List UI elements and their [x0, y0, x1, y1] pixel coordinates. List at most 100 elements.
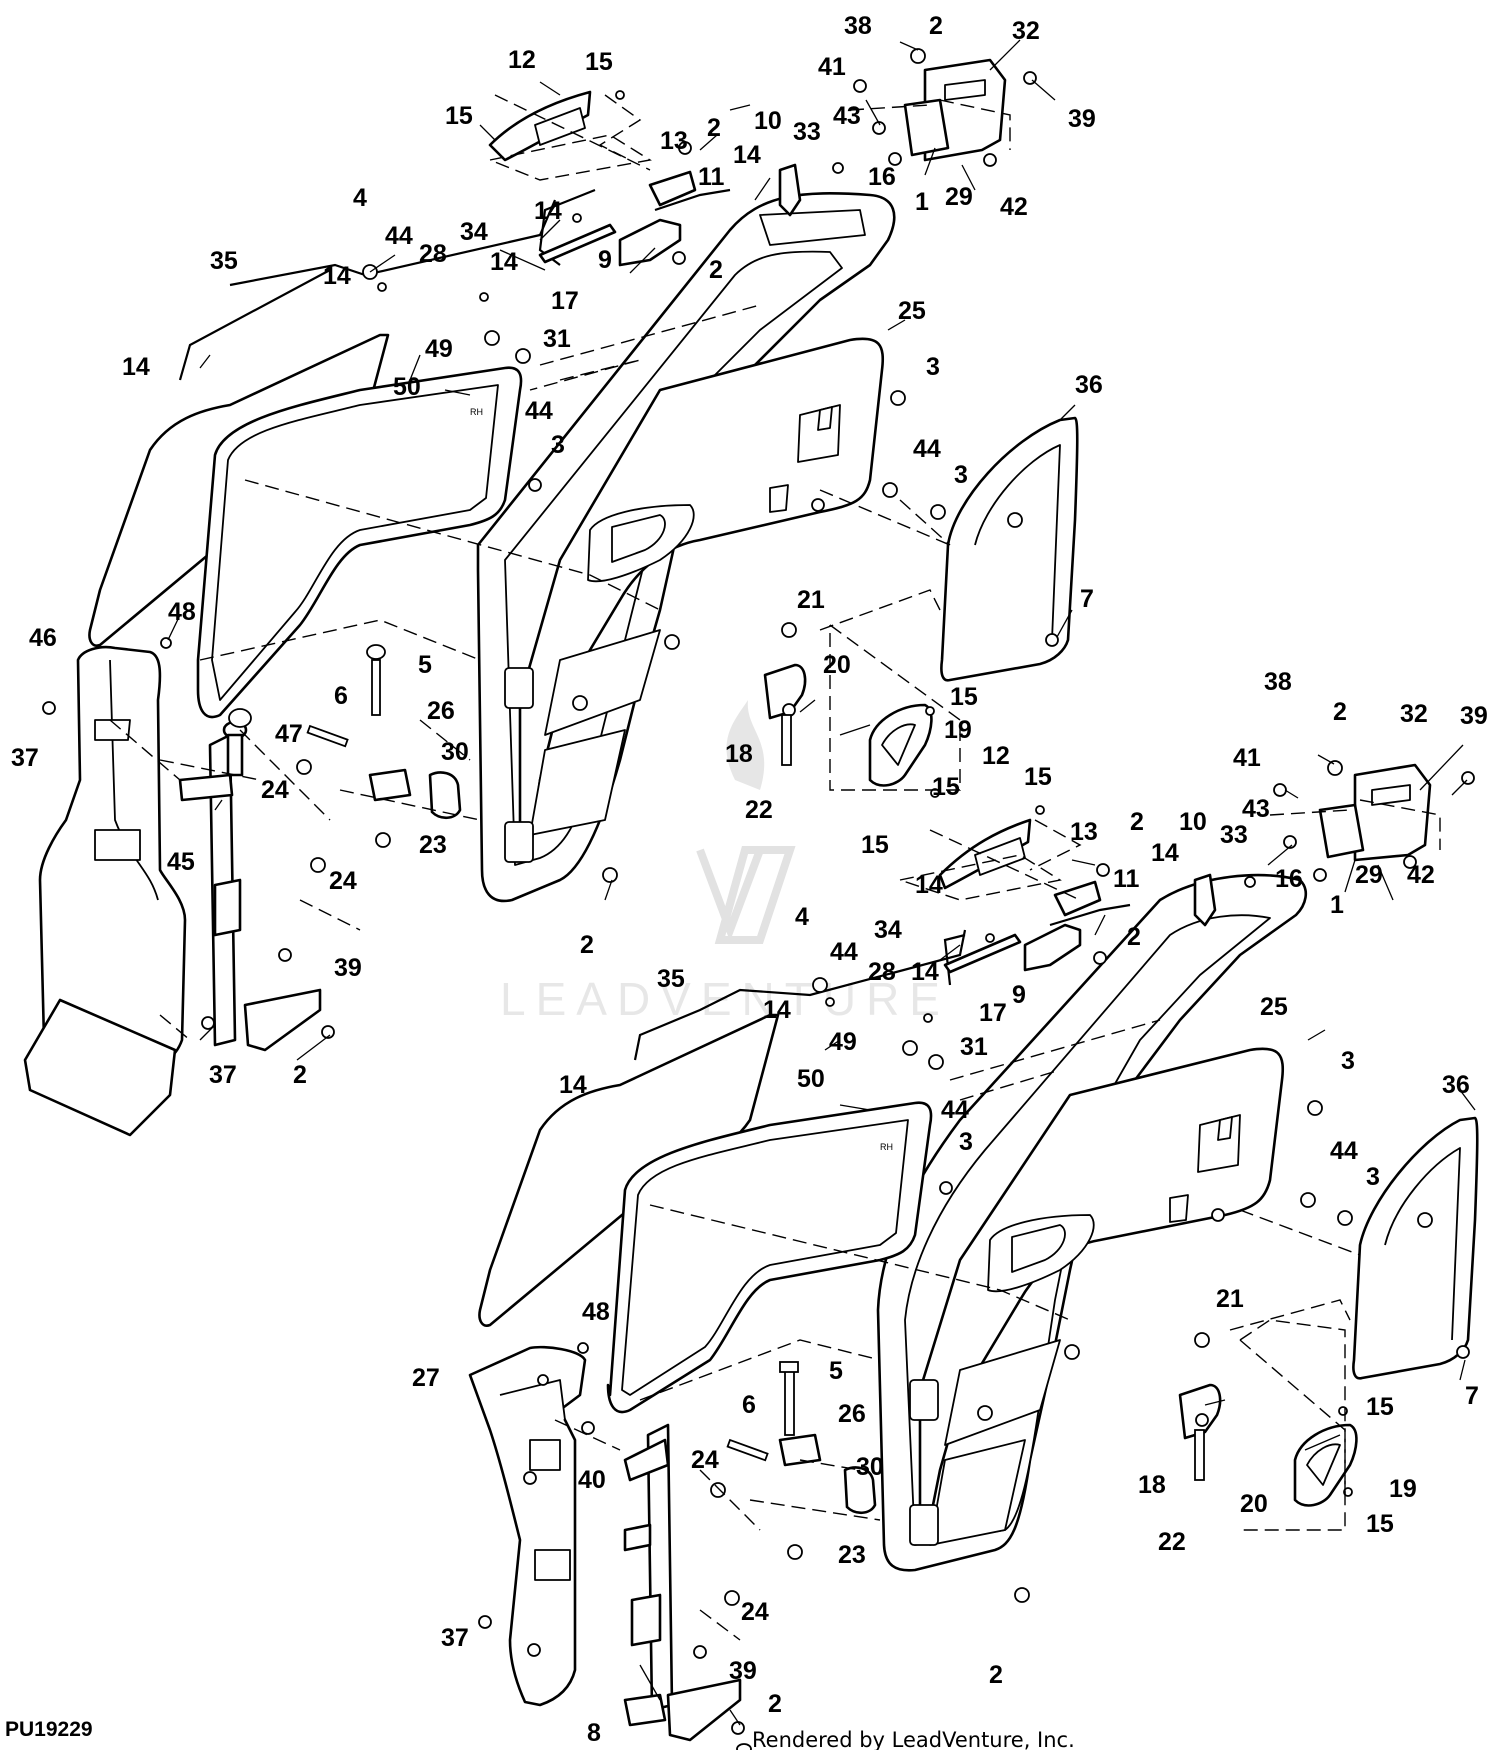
callout-label: 36 — [1075, 371, 1103, 399]
callout-label: 38 — [1264, 668, 1292, 696]
callout-label: 3 — [551, 431, 565, 459]
callout-label: 9 — [1012, 981, 1026, 1009]
callout-label: 20 — [1240, 1490, 1268, 1518]
callout-label: 33 — [1220, 821, 1248, 849]
hinge-post-lower — [623, 1423, 742, 1742]
callout-label: 2 — [580, 931, 594, 959]
callout-label: 22 — [1158, 1528, 1186, 1556]
callout-label: 15 — [585, 48, 613, 76]
callout-label: 44 — [525, 397, 553, 425]
hinge-post-upper — [178, 720, 322, 1052]
callout-label: 34 — [460, 218, 488, 246]
floor-flap-upper — [23, 998, 177, 1137]
callout-label: 1 — [1330, 891, 1344, 919]
callout-label: 21 — [1216, 1285, 1244, 1313]
callout-label: 13 — [1070, 818, 1098, 846]
callout-label: 2 — [293, 1061, 307, 1089]
callout-label: 37 — [209, 1061, 237, 1089]
callout-label: 3 — [926, 353, 940, 381]
front-post-lower — [468, 1345, 587, 1707]
callout-label: 14 — [763, 996, 791, 1024]
callout-label: 20 — [823, 651, 851, 679]
callout-label: 26 — [427, 697, 455, 725]
callout-label: 5 — [829, 1357, 843, 1385]
callout-label: 14 — [122, 353, 150, 381]
callout-label: 18 — [1138, 1471, 1166, 1499]
callout-label: 14 — [559, 1071, 587, 1099]
callout-label: 1 — [915, 188, 929, 216]
callout-label: 24 — [691, 1446, 719, 1474]
callout-label: 39 — [334, 954, 362, 982]
callout-label: 5 — [418, 651, 432, 679]
callout-label: 47 — [275, 720, 303, 748]
callout-label: 15 — [1024, 763, 1052, 791]
callout-label: 25 — [1260, 993, 1288, 1021]
callout-label: 6 — [742, 1391, 756, 1419]
callout-label: 2 — [1130, 808, 1144, 836]
callout-label: 40 — [578, 1466, 606, 1494]
callout-label: 16 — [1275, 865, 1303, 893]
callout-label: 24 — [741, 1598, 769, 1626]
callout-label: 9 — [598, 246, 612, 274]
callout-label: 19 — [944, 716, 972, 744]
callout-label: 28 — [868, 958, 896, 986]
callout-label: 2 — [929, 12, 943, 40]
callout-label: 7 — [1080, 585, 1094, 613]
rh-mark-lower: RH — [880, 1142, 893, 1152]
callout-label: 44 — [941, 1096, 969, 1124]
callout-label: 14 — [534, 197, 562, 225]
callout-label: 3 — [1341, 1047, 1355, 1075]
callout-label: 14 — [323, 262, 351, 290]
upper-door-assembly: RH — [23, 39, 1079, 1137]
callout-label: 14 — [915, 871, 943, 899]
callout-label: 39 — [729, 1657, 757, 1685]
inner-panel-lower — [918, 1047, 1284, 1532]
callout-label: 23 — [838, 1541, 866, 1569]
callout-label: 46 — [29, 624, 57, 652]
callout-label: 39 — [1460, 702, 1488, 730]
callout-label: 43 — [1242, 795, 1270, 823]
callout-label: 14 — [490, 248, 518, 276]
callout-label: 2 — [1127, 923, 1141, 951]
render-credit: Rendered by LeadVenture, Inc. — [752, 1728, 1075, 1750]
callout-label: 3 — [1366, 1163, 1380, 1191]
callout-label: 32 — [1012, 17, 1040, 45]
callout-label: 12 — [508, 46, 536, 74]
callout-label: 28 — [419, 240, 447, 268]
callout-label: 3 — [954, 461, 968, 489]
callout-label: 16 — [868, 163, 896, 191]
callout-label: 15 — [950, 683, 978, 711]
callout-label: 15 — [445, 102, 473, 130]
callout-label: 7 — [1465, 1382, 1479, 1410]
callout-label: 12 — [982, 742, 1010, 770]
leaders-lower — [639, 744, 1476, 1726]
callout-label: 18 — [725, 740, 753, 768]
callout-label: 39 — [1068, 105, 1096, 133]
callout-label: 41 — [818, 53, 846, 81]
callout-label: 49 — [829, 1028, 857, 1056]
callout-label: 50 — [393, 373, 421, 401]
callout-label: 42 — [1000, 193, 1028, 221]
callout-label: 44 — [385, 222, 413, 250]
callout-label: 17 — [551, 287, 579, 315]
callout-label: 34 — [874, 916, 902, 944]
callout-label: 2 — [709, 256, 723, 284]
callout-label: 15 — [1366, 1510, 1394, 1538]
callout-label: 15 — [1366, 1393, 1394, 1421]
callout-label: 45 — [167, 848, 195, 876]
callout-label: 3 — [959, 1128, 973, 1156]
hardware-lower — [478, 760, 1475, 1750]
callout-label: 4 — [795, 903, 809, 931]
callout-label: 44 — [913, 435, 941, 463]
callout-label: 10 — [754, 107, 782, 135]
callout-label: 24 — [261, 776, 289, 804]
callout-label: 32 — [1400, 700, 1428, 728]
callout-label: 10 — [1179, 808, 1207, 836]
rh-mark-upper: RH — [470, 407, 483, 417]
callout-label: 8 — [587, 1719, 601, 1747]
callout-label: 30 — [856, 1453, 884, 1481]
callout-label: 31 — [960, 1033, 988, 1061]
leaders-upper — [167, 39, 1076, 1061]
callout-label: 31 — [543, 325, 571, 353]
